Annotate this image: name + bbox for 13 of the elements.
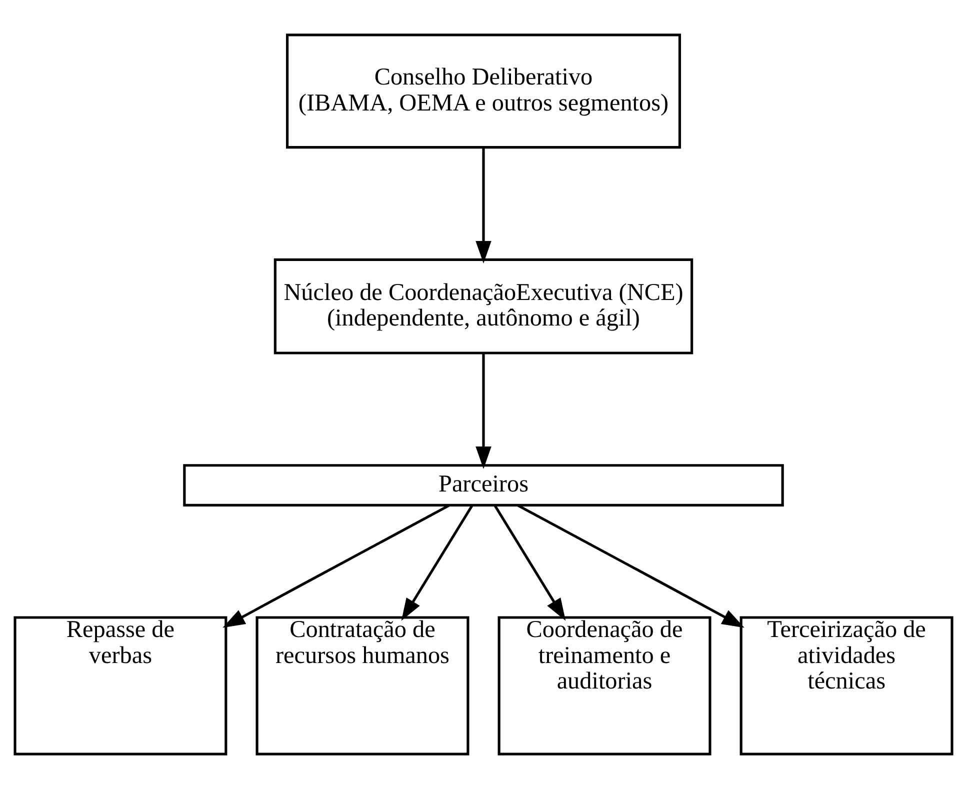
- arrow: [476, 353, 492, 470]
- node-box: Contratação de recursos humanos: [256, 616, 470, 756]
- node-box: Núcleo de CoordenaçãoExecutiva (NCE) (independente, autônomo e ágil): [274, 258, 694, 354]
- node-box: Parceiros: [183, 464, 784, 506]
- arrow: [401, 504, 474, 621]
- arrow: [476, 147, 492, 264]
- arrow: [222, 504, 450, 628]
- node-box: Repasse de verbas: [14, 616, 228, 756]
- node-box: Coordenação de treinamento e auditorias: [498, 616, 712, 756]
- node-box: Conselho Deliberativo (IBAMA, OEMA e outros segmentos): [286, 34, 682, 149]
- arrow: [494, 504, 566, 621]
- arrow: [517, 504, 744, 628]
- node-box: Terceirização de atividades técnicas: [740, 616, 954, 756]
